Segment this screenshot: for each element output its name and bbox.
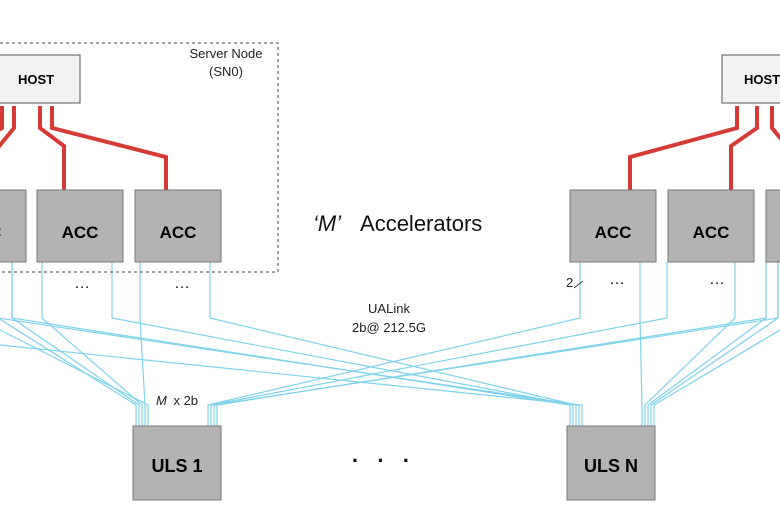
ualink-connections: [0, 262, 780, 426]
lane-count: 2: [566, 275, 573, 290]
switch-port-m: M: [156, 393, 167, 408]
accelerators-count: ‘M’: [313, 211, 342, 236]
host-link: [38, 106, 66, 192]
host-link: [50, 106, 168, 192]
ualink-cable: [207, 262, 581, 426]
acc-label: ACC: [595, 223, 632, 242]
server-node-label: Server Node: [190, 46, 263, 61]
host-link: [770, 106, 780, 141]
ualink-label: UALink: [368, 301, 410, 316]
acc-right-2: ACC: [667, 189, 755, 263]
acc-label: ACC: [693, 223, 730, 242]
ualink-rate: 2b@ 212.5G: [352, 320, 426, 335]
switch-port-width: x 2b: [173, 393, 198, 408]
switch-label: ULS N: [584, 456, 638, 476]
acc-right-1: ACC: [569, 189, 657, 263]
host-link: [0, 106, 16, 149]
accelerators-label: ‘M’ Accelerators: [313, 211, 482, 236]
ellipsis: …: [74, 275, 92, 292]
acc-label: ACC: [160, 223, 197, 242]
ualink-cable: [111, 262, 574, 426]
ualink-cable: [647, 262, 767, 426]
ualink-cable: [11, 262, 571, 426]
switch-uls-n: ULS N: [566, 425, 656, 501]
acc-left-1: ACC: [0, 189, 27, 263]
lane-mark-slash: [573, 280, 584, 289]
ualink-cable: [653, 329, 780, 426]
acc-left-3: ACC: [134, 189, 222, 263]
switches-ellipsis: · · ·: [352, 448, 416, 473]
ualink-cable: [639, 262, 643, 426]
switch-label: ULS 1: [151, 456, 202, 476]
ualink-cable: [216, 262, 767, 426]
server-node-id: (SN0): [209, 64, 243, 79]
acc-right-3: ACC: [765, 189, 780, 263]
host-links: [0, 106, 780, 192]
acc-label: ACC: [0, 223, 1, 242]
ualink-cable: [644, 262, 736, 426]
ualink-cable: [213, 262, 779, 426]
accelerators-text: Accelerators: [360, 211, 482, 236]
ualink-cable: [41, 262, 143, 426]
switch-uls-1: ULS 1: [132, 425, 222, 501]
ellipsis: …: [709, 271, 727, 288]
switch-port-label: M x 2b: [156, 393, 198, 408]
ualink-cable: [0, 317, 580, 426]
host-right: HOST: [721, 54, 780, 104]
acc-label: ACC: [62, 223, 99, 242]
host-link: [0, 106, 4, 132]
ualink-cable: [0, 344, 583, 426]
host-label: HOST: [18, 72, 54, 87]
acc-left-2: ACC: [36, 189, 124, 263]
ualink-cable: [0, 318, 137, 426]
ualink-cable: [139, 262, 146, 426]
ualink-cable: [0, 329, 149, 426]
host-link: [729, 106, 759, 192]
server-node-boundary: [0, 42, 279, 273]
ellipsis: …: [174, 275, 192, 292]
ualink-cable: [209, 262, 577, 426]
ellipsis: …: [609, 271, 627, 288]
host-label: HOST: [744, 72, 780, 87]
host-link: [628, 106, 739, 192]
host-left: HOST: [0, 54, 81, 104]
ualink-cable: [210, 262, 668, 426]
